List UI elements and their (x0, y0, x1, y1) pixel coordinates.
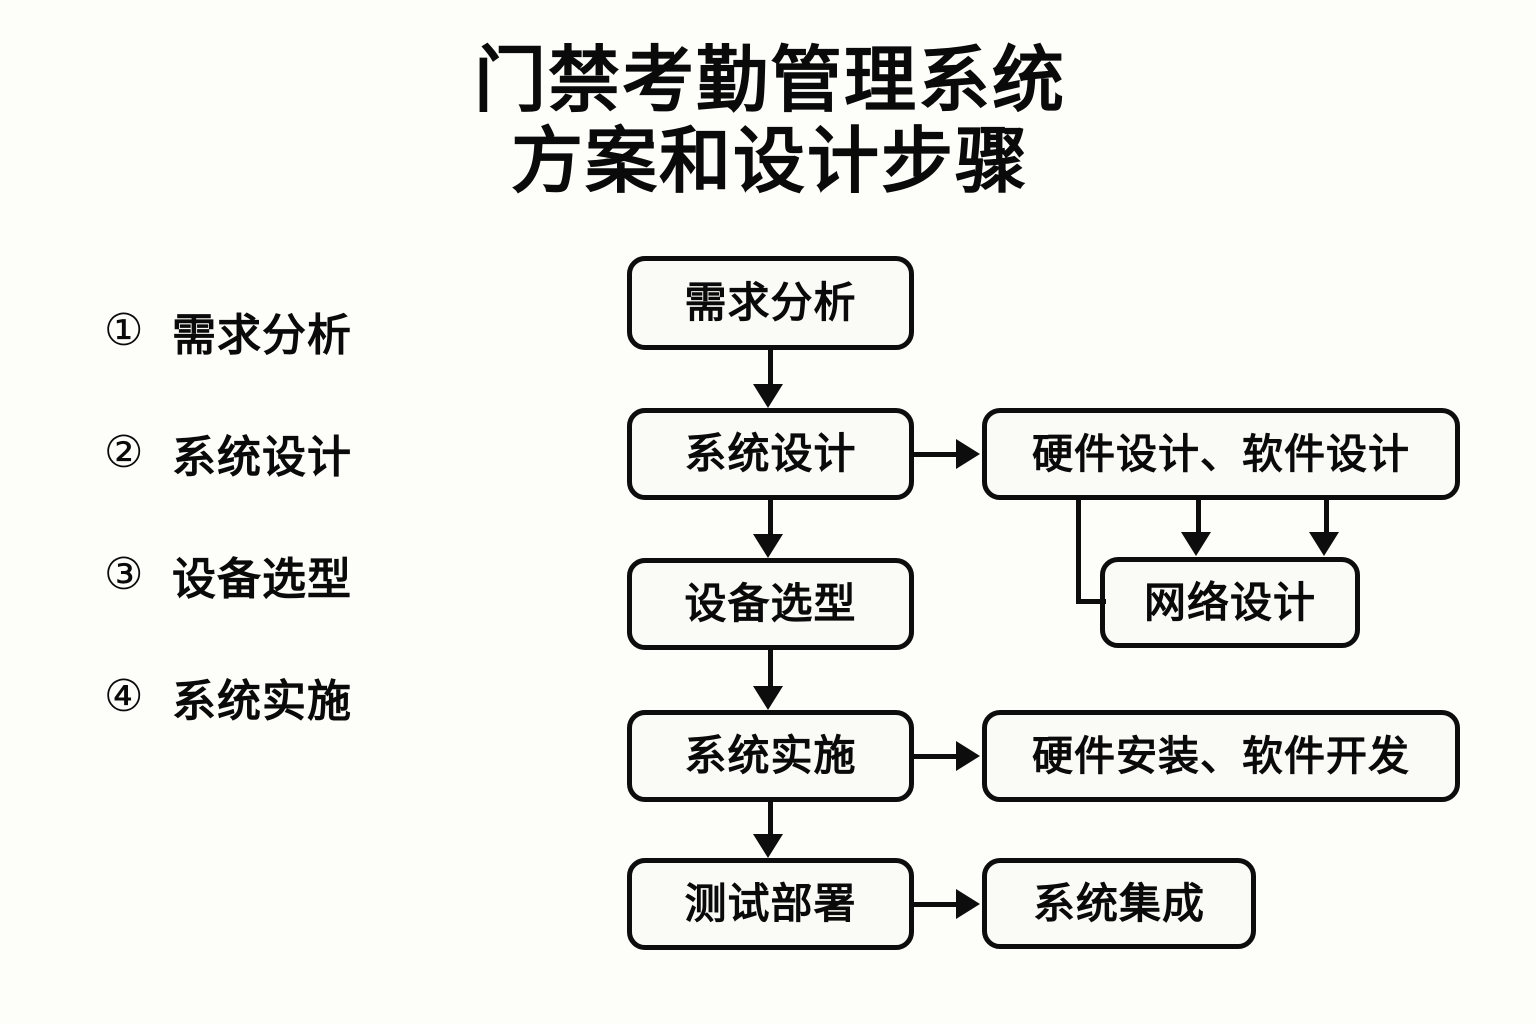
connector-hw-sw-design-to-network-middle (1196, 500, 1201, 534)
connector-hw-sw-design-to-network-left-horizontal (1076, 599, 1106, 604)
connector-system-design-to-device (768, 500, 773, 534)
list-item-step-4: ④ 系统实施 (104, 636, 434, 758)
connector-requirement-to-system-design (768, 350, 773, 386)
flow-node-device-selection: 设备选型 (627, 558, 914, 650)
flow-node-system-integration: 系统集成 (982, 858, 1256, 949)
flow-node-network-design: 网络设计 (1100, 557, 1360, 648)
flow-node-label: 硬件设计、软件设计 (1032, 429, 1410, 478)
list-item-step-1: ① 需求分析 (104, 270, 434, 392)
flow-node-hardware-software-design: 硬件设计、软件设计 (982, 408, 1460, 500)
arrowhead-down-icon (753, 534, 783, 558)
arrowhead-down-icon (753, 834, 783, 858)
page-title: 门禁考勤管理系统 方案和设计步骤 (330, 40, 1210, 201)
flow-node-label: 测试部署 (684, 879, 857, 928)
flow-node-label: 系统实施 (684, 731, 857, 780)
arrowhead-down-icon (753, 384, 783, 408)
circled-number-2-icon: ② (104, 427, 144, 478)
title-line-1: 门禁考勤管理系统 (473, 38, 1066, 122)
arrowhead-down-icon (753, 686, 783, 710)
connector-implementation-to-hw-install (914, 754, 958, 759)
connector-device-to-implementation (768, 650, 773, 686)
arrowhead-down-icon (1181, 532, 1211, 556)
flow-node-label: 系统集成 (1032, 878, 1205, 928)
flow-node-test-deployment: 测试部署 (627, 858, 914, 950)
arrowhead-right-icon (956, 741, 980, 771)
flow-node-label: 网络设计 (1143, 577, 1316, 627)
arrowhead-right-icon (956, 439, 980, 469)
step-4-label: 系统实施 (172, 676, 352, 727)
circled-number-4-icon: ④ (104, 671, 144, 722)
connector-implementation-to-test (768, 802, 773, 834)
list-item-step-2: ② 系统设计 (104, 392, 434, 514)
step-3-label: 设备选型 (172, 554, 352, 605)
flow-node-requirement-analysis: 需求分析 (627, 256, 914, 350)
list-item-step-3: ③ 设备选型 (104, 514, 434, 636)
title-line-2: 方案和设计步骤 (510, 118, 1029, 203)
flow-node-label: 设备选型 (684, 579, 857, 628)
flow-node-label: 硬件安装、软件开发 (1032, 731, 1410, 780)
connector-test-to-system-integration (914, 902, 958, 907)
circled-number-3-icon: ③ (104, 549, 144, 600)
connector-hw-sw-design-to-network-left-vertical (1076, 500, 1081, 604)
step-1-label: 需求分析 (172, 310, 352, 361)
arrowhead-right-icon (956, 889, 980, 919)
steps-list: ① 需求分析 ② 系统设计 ③ 设备选型 ④ 系统实施 (104, 270, 434, 758)
flow-node-system-implementation: 系统实施 (627, 710, 914, 802)
connector-hw-sw-design-to-network-right (1324, 500, 1329, 534)
flow-node-hardware-install-software-dev: 硬件安装、软件开发 (982, 710, 1460, 802)
flow-node-label: 需求分析 (684, 278, 857, 327)
flow-node-label: 系统设计 (684, 429, 857, 478)
circled-number-1-icon: ① (104, 305, 144, 356)
flow-node-system-design: 系统设计 (627, 408, 914, 500)
connector-system-design-to-hw-sw-design (914, 452, 958, 457)
step-2-label: 系统设计 (172, 432, 352, 483)
arrowhead-down-icon (1309, 532, 1339, 556)
